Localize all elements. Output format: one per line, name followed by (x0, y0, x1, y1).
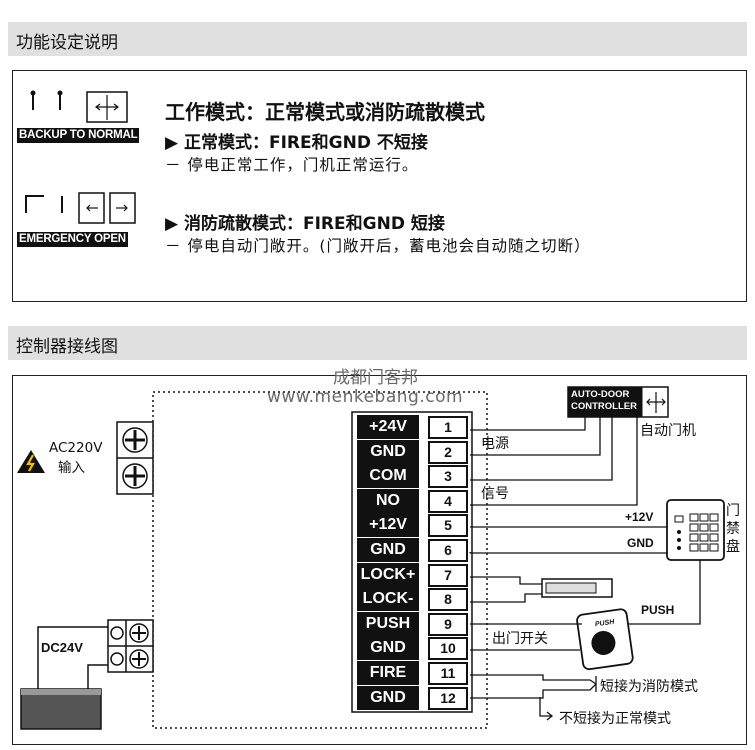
short-fire-label: 短接为消防模式 (600, 679, 698, 695)
terminal-label: +12V (357, 513, 419, 537)
push-label: PUSH (641, 603, 675, 617)
terminal-number: 4 (428, 490, 468, 513)
terminal-label: GND (357, 440, 419, 464)
terminal-number: 10 (428, 637, 468, 660)
normal-mode-desc: － 停电正常工作，门机正常运行。 (165, 156, 419, 174)
terminal-label: GND (357, 636, 419, 660)
terminal-number: 2 (428, 441, 468, 464)
terminal-number: 3 (428, 465, 468, 488)
wiring-panel (12, 375, 747, 745)
ac-input-label: 输入 (58, 460, 85, 476)
terminal-label: LOCK- (357, 587, 419, 611)
terminal-number: 8 (428, 588, 468, 611)
fire-mode-heading: ▶ 消防疏散模式：FIRE和GND 短接 (165, 214, 445, 234)
auto-door-label: 自动门机 (640, 423, 696, 439)
terminal-label: GND (357, 538, 419, 562)
terminal-label: +24V (357, 415, 419, 439)
access-panel-char-2: 禁 (726, 521, 740, 537)
no-short-normal-label: 不短接为正常模式 (559, 711, 671, 727)
exit-switch-label: 出门开关 (492, 631, 548, 647)
section-title: 功能设定说明 (16, 33, 118, 53)
emergency-open-tag: EMERGENCY OPEN (17, 232, 128, 247)
terminal-number: 5 (428, 514, 468, 537)
terminal-number: 9 (428, 613, 468, 636)
terminal-number: 11 (428, 662, 468, 685)
controller-tag-line1: AUTO-DOOR (571, 389, 630, 400)
terminal-number: 12 (428, 687, 468, 710)
ac-label: AC220V (49, 440, 103, 456)
power-label: 电源 (481, 436, 509, 452)
terminal-number: 6 (428, 539, 468, 562)
keypad-gnd-label: GND (627, 536, 654, 550)
section-header-wiring: 控制器接线图 (8, 326, 747, 360)
backup-to-normal-tag: BACKUP TO NORMAL (17, 128, 140, 143)
dc-label: DC24V (41, 640, 83, 655)
watermark-line1: 成都门客邦 (333, 368, 418, 388)
terminal-label: COM (357, 464, 419, 488)
terminal-label: PUSH (357, 612, 419, 636)
watermark-line2: www.menkebang.com (267, 387, 464, 407)
controller-tag-line2: CONTROLLER (571, 401, 637, 412)
access-panel-char-1: 门 (726, 503, 740, 519)
access-panel-char-3: 盘 (726, 539, 740, 555)
terminal-label: NO (357, 489, 419, 513)
section-header-function: 功能设定说明 (8, 22, 747, 56)
terminal-label: GND (357, 686, 419, 710)
signal-label: 信号 (481, 486, 509, 502)
normal-mode-heading: ▶ 正常模式：FIRE和GND 不短接 (165, 133, 428, 153)
keypad-12v-label: +12V (625, 510, 654, 524)
function-panel (12, 70, 747, 302)
terminal-number: 1 (428, 416, 468, 439)
terminal-label: LOCK+ (357, 563, 419, 587)
section-title: 控制器接线图 (16, 337, 118, 357)
terminal-number: 7 (428, 564, 468, 587)
fire-mode-desc: － 停电自动门敞开。(门敞开后，蓄电池会自动随之切断） (165, 237, 591, 255)
mode-heading: 工作模式：正常模式或消防疏散模式 (165, 100, 485, 124)
terminal-label: FIRE (357, 661, 419, 685)
